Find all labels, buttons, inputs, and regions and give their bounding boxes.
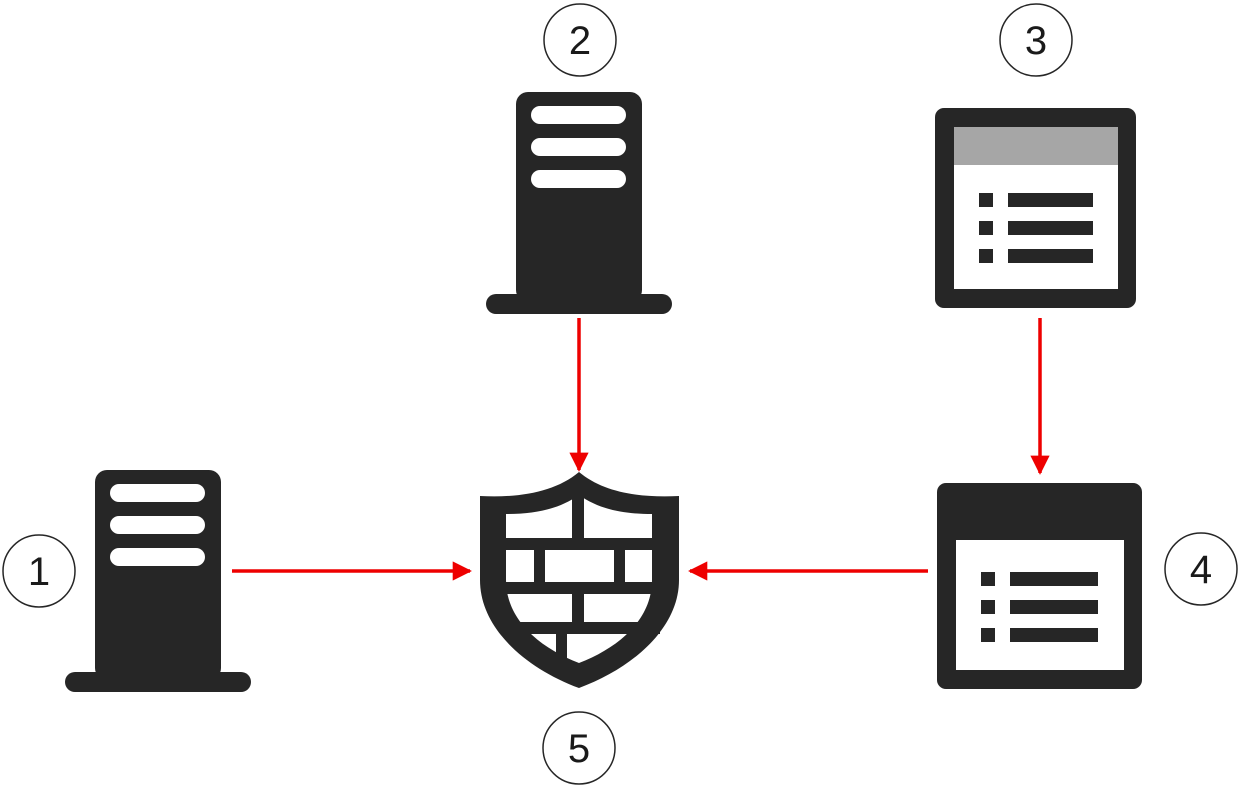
svg-text:5: 5: [568, 727, 590, 771]
svg-text:3: 3: [1025, 19, 1047, 63]
svg-text:2: 2: [569, 19, 591, 63]
node-label-5: 5: [542, 711, 616, 785]
svg-text:1: 1: [28, 550, 50, 594]
node-label-1: 1: [2, 534, 76, 608]
firewall-shield-icon: [480, 472, 679, 688]
list-window-icon: [935, 108, 1136, 308]
node-label-4: 4: [1164, 532, 1238, 606]
node-label-3: 3: [999, 3, 1073, 77]
node-label-2: 2: [543, 3, 617, 77]
server-icon: [65, 470, 251, 692]
list-window-icon: [937, 483, 1142, 689]
arrows: [232, 318, 1050, 581]
server-icon: [486, 92, 672, 314]
svg-text:4: 4: [1190, 548, 1212, 592]
